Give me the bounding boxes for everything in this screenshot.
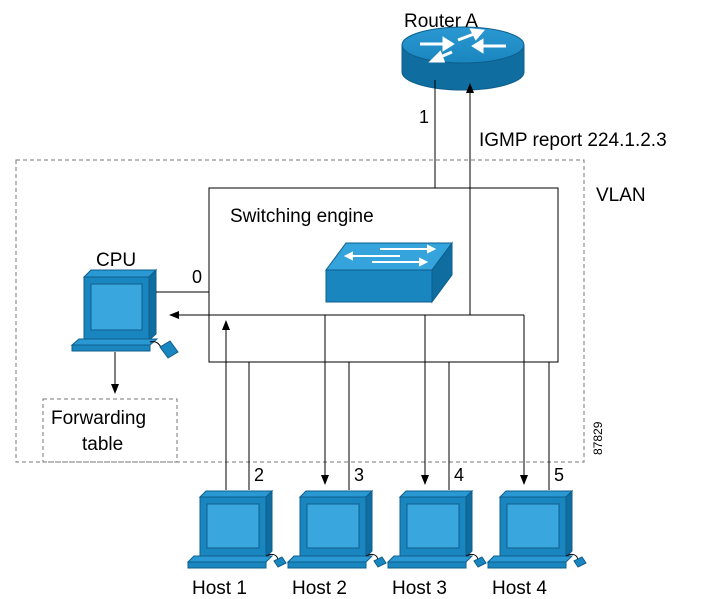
host-1-computer-icon bbox=[186, 489, 287, 569]
port-3-label: 3 bbox=[354, 465, 364, 485]
forwarding-table-line1: Forwarding bbox=[51, 408, 146, 429]
port-5-label: 5 bbox=[554, 465, 564, 485]
port-2-label: 2 bbox=[254, 465, 264, 485]
host-3-computer-icon bbox=[386, 489, 487, 569]
port-0-label: 0 bbox=[192, 267, 202, 287]
host-4-computer-icon bbox=[486, 489, 587, 569]
cpu-computer-icon bbox=[70, 268, 179, 359]
hosts-group: Host 1 Host 2 Host 3 Host 4 bbox=[186, 489, 587, 599]
router-label: Router A bbox=[404, 11, 478, 32]
forwarding-table-line2: table bbox=[82, 434, 123, 455]
switching-engine-label: Switching engine bbox=[230, 206, 374, 227]
port-4-label: 4 bbox=[454, 465, 464, 485]
forwarding-table-box bbox=[42, 398, 178, 463]
figure-id: 87829 bbox=[591, 421, 605, 455]
igmp-report-label: IGMP report 224.1.2.3 bbox=[479, 130, 667, 151]
port-1-label: 1 bbox=[419, 107, 429, 127]
host-3-label: Host 3 bbox=[392, 578, 447, 599]
host-2-computer-icon bbox=[286, 489, 387, 569]
switch-icon bbox=[325, 241, 453, 304]
host-2-label: Host 2 bbox=[292, 578, 347, 599]
host-1-label: Host 1 bbox=[192, 578, 247, 599]
cpu-label: CPU bbox=[96, 250, 136, 271]
vlan-label: VLAN bbox=[596, 185, 646, 206]
host-4-label: Host 4 bbox=[492, 578, 547, 599]
router-icon bbox=[401, 26, 525, 91]
vlan-boundary bbox=[15, 159, 585, 463]
